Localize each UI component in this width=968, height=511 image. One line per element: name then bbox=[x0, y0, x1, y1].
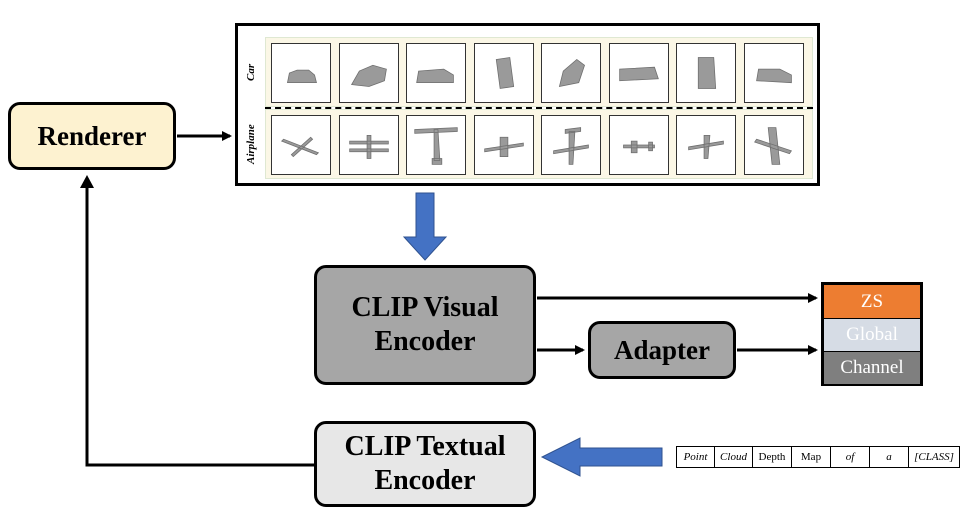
airplane-depth-render bbox=[348, 134, 389, 159]
airplane-depth-render bbox=[280, 136, 320, 158]
prompt-token: a bbox=[870, 447, 909, 467]
airplane-depth-render bbox=[414, 127, 458, 165]
arrow-textual-to-renderer bbox=[85, 180, 314, 467]
blue-arrow-left bbox=[540, 437, 663, 477]
output-global: Global bbox=[824, 318, 920, 351]
clip-textual-encoder-label-line1: CLIP Textual bbox=[344, 431, 506, 463]
adapter-label: Adapter bbox=[614, 334, 710, 365]
car-depth-render bbox=[618, 66, 659, 82]
car-depth-render bbox=[286, 69, 317, 84]
blue-arrow-down bbox=[402, 192, 448, 261]
airplane-view-thumbnail bbox=[541, 115, 601, 175]
clip-visual-encoder-label-line2: Encoder bbox=[374, 326, 476, 357]
renderer-box: Renderer bbox=[8, 102, 176, 170]
clip-textual-encoder-box: CLIP Textual Encoder bbox=[314, 421, 536, 507]
car-view-thumbnail bbox=[676, 43, 736, 103]
depth-map-panel: Car Airplane bbox=[235, 23, 820, 186]
clip-visual-encoder-label-line1: CLIP Visual bbox=[351, 292, 499, 324]
airplane-depth-render bbox=[483, 136, 524, 157]
airplane-view-row bbox=[265, 109, 813, 179]
car-depth-render bbox=[755, 68, 792, 84]
car-depth-render bbox=[558, 58, 585, 88]
car-view-thumbnail bbox=[541, 43, 601, 103]
car-depth-render bbox=[697, 57, 717, 89]
prompt-token: Map bbox=[792, 447, 831, 467]
prompt-token: Cloud bbox=[715, 447, 753, 467]
row-label-car: Car bbox=[245, 63, 257, 81]
car-view-thumbnail bbox=[271, 43, 331, 103]
output-zs: ZS bbox=[824, 285, 920, 318]
output-stack: ZS Global Channel bbox=[821, 282, 923, 386]
airplane-view-thumbnail bbox=[271, 115, 331, 175]
car-depth-render bbox=[350, 64, 387, 87]
row-label-airplane: Airplane bbox=[245, 124, 257, 164]
car-view-thumbnail bbox=[406, 43, 466, 103]
airplane-depth-render bbox=[688, 134, 724, 159]
prompt-token: Point bbox=[677, 447, 715, 467]
car-depth-render bbox=[416, 68, 454, 84]
airplane-view-thumbnail bbox=[406, 115, 466, 175]
car-depth-render bbox=[495, 57, 514, 89]
airplane-view-thumbnail bbox=[608, 115, 669, 175]
renderer-label: Renderer bbox=[37, 120, 147, 151]
car-view-thumbnail bbox=[473, 43, 534, 103]
airplane-depth-render bbox=[622, 140, 655, 154]
car-view-thumbnail bbox=[608, 43, 669, 103]
clip-visual-encoder-box: CLIP Visual Encoder bbox=[314, 265, 536, 385]
arrow-textual-to-renderer-head bbox=[80, 175, 94, 188]
car-view-thumbnail bbox=[743, 43, 804, 103]
prompt-token: of bbox=[831, 447, 870, 467]
output-channel: Channel bbox=[824, 351, 920, 384]
airplane-view-thumbnail bbox=[473, 115, 534, 175]
airplane-depth-render bbox=[753, 127, 792, 165]
prompt-token: [CLASS] bbox=[914, 451, 954, 463]
car-view-row bbox=[265, 37, 813, 107]
text-prompt: Point Cloud Depth Map of a [CLASS] bbox=[676, 446, 960, 468]
clip-textual-encoder-label-line2: Encoder bbox=[374, 465, 476, 496]
car-view-thumbnail bbox=[338, 43, 399, 103]
airplane-depth-render bbox=[553, 127, 589, 165]
airplane-view-thumbnail bbox=[338, 115, 399, 175]
airplane-view-thumbnail bbox=[743, 115, 804, 175]
row-divider bbox=[265, 107, 813, 109]
adapter-box: Adapter bbox=[588, 321, 736, 379]
airplane-view-thumbnail bbox=[676, 115, 736, 175]
prompt-token: Depth bbox=[753, 447, 792, 467]
